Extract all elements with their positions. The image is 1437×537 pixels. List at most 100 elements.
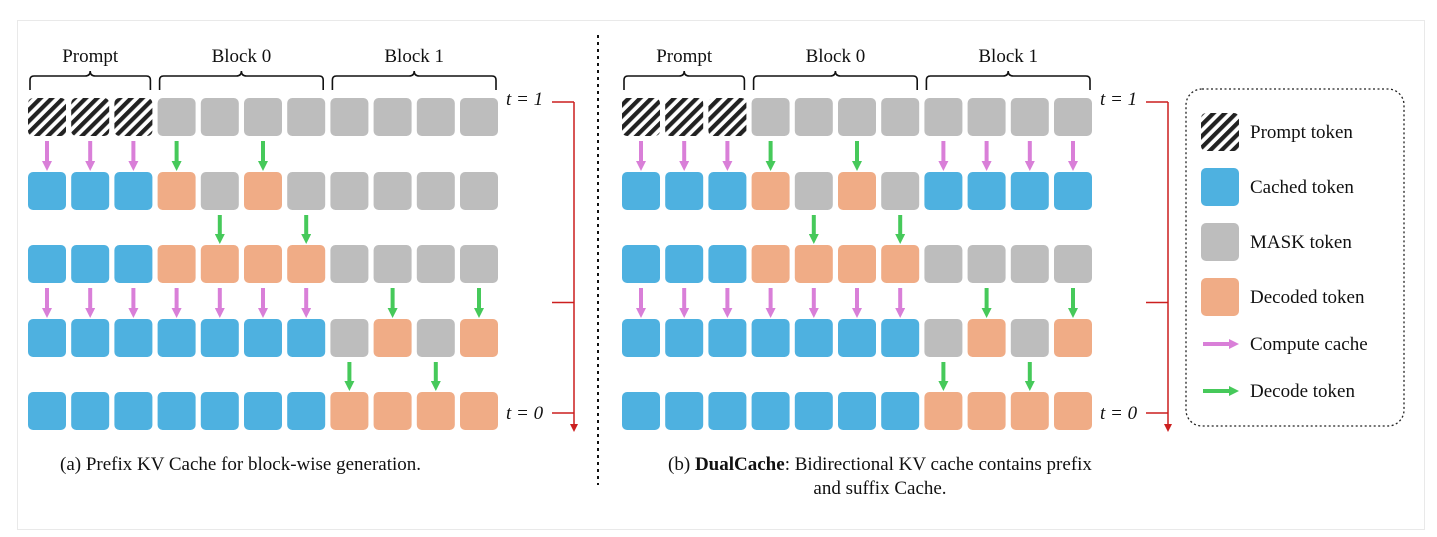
prompt-token	[71, 98, 110, 136]
time-label-bottom: t = 0	[1100, 403, 1138, 424]
mask-token	[838, 98, 876, 136]
mask-token	[287, 172, 326, 210]
cached-token	[157, 392, 196, 430]
cached-token	[838, 392, 876, 430]
decoded-token	[244, 172, 282, 210]
legend-label: Cached token	[1250, 177, 1354, 198]
brace-block-1	[925, 70, 1091, 90]
cached-token	[665, 172, 704, 210]
decoded-token	[200, 245, 239, 283]
group-label: Block 1	[978, 46, 1038, 67]
mask-token	[1054, 245, 1092, 283]
mask-token	[1010, 98, 1049, 136]
caption-panel-b: (b) DualCache: Bidirectional KV cache co…	[640, 453, 1120, 501]
cached-token	[28, 319, 66, 357]
cached-token	[838, 319, 876, 357]
decoded-token	[1054, 392, 1092, 430]
legend-label: Decode token	[1250, 381, 1355, 402]
cached-token	[244, 319, 282, 357]
cached-token	[622, 319, 660, 357]
group-label: Block 0	[806, 46, 866, 67]
mask-token	[330, 319, 369, 357]
cached-token	[157, 319, 196, 357]
mask-token	[373, 172, 412, 210]
cached-token	[751, 319, 790, 357]
decoded-token	[838, 245, 876, 283]
cached-token	[708, 172, 747, 210]
decoded-token	[244, 245, 282, 283]
mask-token	[200, 98, 239, 136]
cached-token	[665, 392, 704, 430]
cached-token	[71, 392, 110, 430]
caption-panel-a: (a) Prefix KV Cache for block-wise gener…	[60, 453, 421, 477]
mask-token	[416, 319, 455, 357]
cached-token	[28, 392, 66, 430]
cached-token	[967, 172, 1006, 210]
decoded-token	[287, 245, 326, 283]
legend-box	[1185, 88, 1405, 427]
legend-prompt-swatch	[1201, 113, 1239, 151]
mask-token	[330, 245, 369, 283]
caption-a-text: (a) Prefix KV Cache for block-wise gener…	[60, 454, 422, 475]
prompt-token	[114, 98, 153, 136]
cached-token	[28, 245, 66, 283]
mask-token	[794, 172, 833, 210]
decoded-token	[460, 392, 498, 430]
mask-token	[330, 98, 369, 136]
mask-token	[751, 98, 790, 136]
brace-block-0	[158, 70, 324, 90]
cached-token	[622, 245, 660, 283]
decoded-token	[373, 392, 412, 430]
legend-label: MASK token	[1250, 232, 1352, 253]
decoded-token	[967, 319, 1006, 357]
cached-token	[1010, 172, 1049, 210]
cached-token	[1054, 172, 1092, 210]
cached-token	[200, 392, 239, 430]
group-label: Block 1	[384, 46, 444, 67]
decoded-token	[330, 392, 369, 430]
brace-prompt	[29, 70, 152, 90]
legend-label: Prompt token	[1250, 122, 1353, 143]
mask-token	[460, 245, 498, 283]
cached-token	[751, 392, 790, 430]
mask-token	[330, 172, 369, 210]
legend-cached-swatch	[1201, 168, 1239, 206]
mask-token	[244, 98, 282, 136]
mask-token	[967, 245, 1006, 283]
mask-token	[881, 98, 920, 136]
mask-token	[416, 98, 455, 136]
group-label: Prompt	[62, 46, 119, 67]
cached-token	[114, 319, 153, 357]
cached-token	[287, 392, 326, 430]
cached-token	[114, 172, 153, 210]
decoded-token	[157, 245, 196, 283]
cached-token	[708, 245, 747, 283]
cached-token	[71, 172, 110, 210]
cached-token	[28, 172, 66, 210]
caption-b-rest2: and suffix Cache.	[813, 478, 947, 499]
brace-prompt	[623, 70, 746, 90]
cached-token	[200, 319, 239, 357]
cached-token	[924, 172, 963, 210]
decoded-token	[838, 172, 876, 210]
caption-b-rest: : Bidirectional KV cache contains prefix	[784, 454, 1092, 475]
mask-token	[967, 98, 1006, 136]
time-label-bottom: t = 0	[506, 403, 544, 424]
group-label: Prompt	[656, 46, 713, 67]
brace-block-0	[752, 70, 918, 90]
decoded-token	[881, 245, 920, 283]
prompt-token	[708, 98, 747, 136]
decoded-token	[460, 319, 498, 357]
cached-token	[71, 245, 110, 283]
mask-token	[200, 172, 239, 210]
cached-token	[881, 319, 920, 357]
cached-token	[114, 392, 153, 430]
cached-token	[665, 245, 704, 283]
legend-label: Compute cache	[1250, 334, 1368, 355]
cached-token	[708, 319, 747, 357]
decoded-token	[794, 245, 833, 283]
mask-token	[157, 98, 196, 136]
